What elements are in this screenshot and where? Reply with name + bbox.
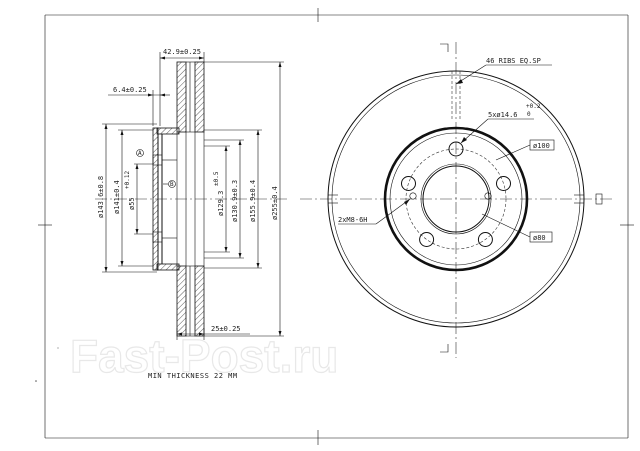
disc-outer-edge bbox=[327, 70, 585, 328]
bolt-hole bbox=[448, 141, 464, 157]
hat-outer-edge bbox=[389, 132, 523, 266]
datum-b-label: B bbox=[170, 181, 174, 188]
bolt-tol-plus: +0.2 bbox=[526, 103, 541, 110]
bolt-tol-zero: 0 bbox=[527, 111, 531, 118]
dim-dia-55: ø55 bbox=[128, 197, 136, 210]
dim-dia-255: ø255±0.4 bbox=[271, 186, 279, 220]
outer-friction-plate-top bbox=[194, 61, 205, 133]
bolt-hole bbox=[419, 232, 435, 247]
dim-dia-55-tol: +0.12 bbox=[124, 171, 131, 189]
bolt-note: 5xø14.6 bbox=[488, 111, 518, 119]
dim-dia-129: ø129.3 bbox=[217, 191, 225, 216]
datum-a-label: A bbox=[138, 150, 142, 157]
threaded-hole bbox=[409, 192, 417, 200]
pilot-label: ø80 bbox=[533, 234, 546, 242]
threaded-hole bbox=[484, 192, 492, 200]
dim-dia-129-tol: ±0.5 bbox=[213, 171, 220, 186]
front-view: 46 RIBS EQ.SP 5xø14.6 +0.2 0 ø100 ø80 2x… bbox=[300, 42, 612, 358]
bolt-holes bbox=[401, 141, 511, 247]
bolt-hole bbox=[496, 176, 511, 191]
bolt-circle-pcd bbox=[405, 148, 507, 250]
inner-friction-plate-bottom bbox=[176, 265, 187, 337]
dim-hat-offset: 6.4±0.25 bbox=[113, 86, 147, 94]
disc-outer-chamfer bbox=[331, 74, 581, 324]
thread-label: 2xM8-6H bbox=[338, 216, 368, 224]
pcd-label: ø100 bbox=[533, 142, 550, 150]
bolt-hole bbox=[477, 232, 493, 247]
dim-dia-141: ø141±0.4 bbox=[113, 180, 121, 214]
side-section-view: 42.9±0.25 6.4±0.25 25±0.25 ø143.6±0.8 ø1… bbox=[95, 48, 290, 340]
drawing-frame bbox=[38, 8, 634, 445]
ribs-note: 46 RIBS EQ.SP bbox=[486, 57, 541, 65]
hat-wall-bottom bbox=[156, 263, 180, 271]
dim-dia-143: ø143.6±0.8 bbox=[97, 176, 105, 218]
dim-dia-130: ø130.9±0.3 bbox=[231, 180, 239, 222]
dim-total-width: 42.9±0.25 bbox=[163, 48, 201, 56]
outer-friction-plate-bottom bbox=[194, 265, 205, 337]
datum-b-bubble bbox=[168, 180, 176, 188]
datum-a-bubble bbox=[136, 149, 144, 157]
center-pilot-chamfer bbox=[420, 163, 492, 235]
dim-pad-width: 25±0.25 bbox=[211, 325, 241, 333]
inner-friction-plate-top bbox=[176, 61, 187, 133]
min-thickness-note: MIN THICKNESS 22 MM bbox=[148, 372, 238, 380]
dim-dia-155: ø155.9±0.4 bbox=[249, 180, 257, 222]
hat-wall-top bbox=[156, 127, 180, 135]
bolt-hole bbox=[401, 176, 416, 191]
centerline-tick-mark bbox=[595, 193, 603, 205]
friction-ring-inner-boundary bbox=[383, 126, 529, 272]
